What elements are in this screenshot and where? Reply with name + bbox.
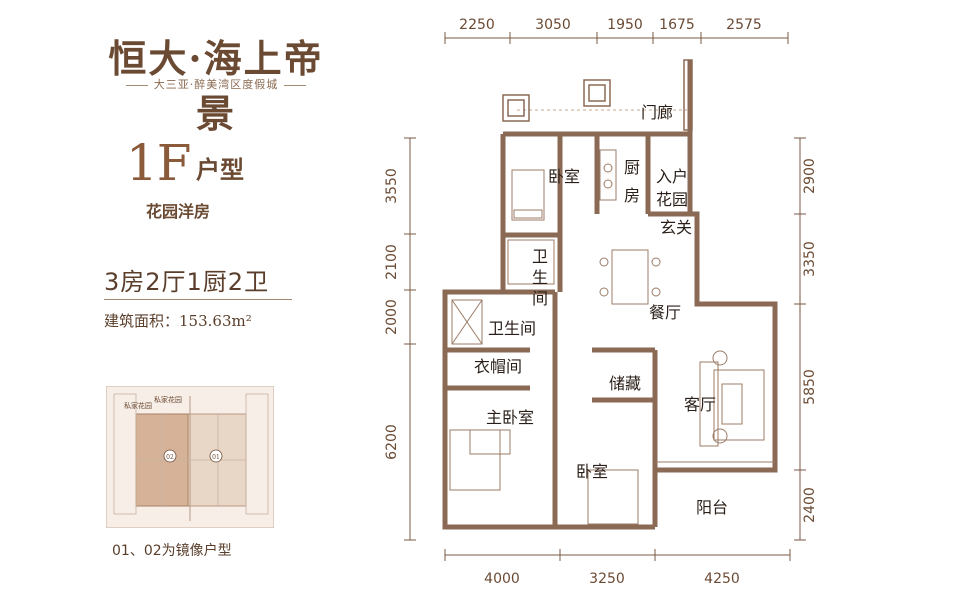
mirror-note: 01、02为镜像户型 (112, 543, 232, 559)
key-label-02: 02 (166, 454, 174, 461)
room-bath-master: 卫生间 (488, 319, 536, 338)
room-garden-1: 入户 (656, 167, 688, 186)
room-bedroom-south: 卧室 (576, 462, 608, 481)
dim-right-4: 2400 (802, 487, 818, 523)
key-label-01: 01 (212, 454, 220, 461)
key-label-garden-1: 私家花园 (124, 401, 152, 410)
room-master-bedroom: 主卧室 (486, 408, 534, 427)
dim-bottom-3: 4250 (704, 571, 740, 587)
dim-top-2: 3050 (535, 17, 571, 33)
dim-right-2: 3350 (802, 241, 818, 277)
unit-style: 花园洋房 (146, 202, 211, 221)
dim-top-5: 2575 (726, 17, 762, 33)
dim-bottom-2: 3250 (589, 571, 625, 587)
room-bath-small-2: 生 (532, 268, 548, 287)
room-bath-small-1: 卫 (532, 247, 548, 266)
area-label: 建筑面积： (104, 312, 180, 330)
room-bath-small-3: 间 (532, 289, 548, 308)
unit-type-label: 户型 (196, 156, 244, 184)
room-balcony: 阳台 (696, 498, 728, 517)
dim-top-1: 2250 (459, 17, 495, 33)
room-kitchen-2: 房 (624, 186, 640, 205)
room-foyer: 玄关 (660, 218, 692, 237)
room-kitchen-1: 厨 (624, 158, 640, 177)
dim-left-2: 2100 (384, 244, 400, 280)
room-closet: 衣帽间 (474, 357, 522, 376)
room-garden-2: 花园 (656, 190, 688, 209)
brand-title: 恒大·海上帝景 (108, 36, 324, 136)
area-row: 建筑面积：153.63m² (104, 310, 252, 331)
dim-bottom-1: 4000 (484, 571, 520, 587)
key-plan: 私家花园 私家花园 02 01 (106, 386, 274, 528)
room-configuration: 3房2厅1厨2卫 (104, 268, 270, 296)
room-bedroom-north: 卧室 (548, 167, 580, 186)
room-storage: 储藏 (609, 374, 641, 393)
room-dining: 餐厅 (649, 303, 681, 322)
room-porch: 门廊 (641, 103, 673, 122)
key-label-garden-2: 私家花园 (154, 395, 182, 404)
dim-right-3: 5850 (802, 369, 818, 405)
configuration-divider (104, 299, 292, 300)
brand-tagline: 大三亚·醉美湾区度假城 (96, 76, 336, 92)
area-value: 153.63m² (179, 312, 252, 330)
room-living: 客厅 (684, 395, 716, 414)
dim-left-1: 3550 (384, 168, 400, 204)
dim-right-1: 2900 (802, 158, 818, 194)
dim-left-4: 6200 (384, 424, 400, 460)
dim-top-3: 1950 (607, 17, 643, 33)
dim-top-4: 1675 (659, 17, 695, 33)
dim-left-3: 2000 (384, 299, 400, 335)
unit-code: 1F (126, 134, 192, 192)
floor-plan: 2250 3050 1950 1675 2575 4000 3250 4250 … (384, 17, 818, 587)
